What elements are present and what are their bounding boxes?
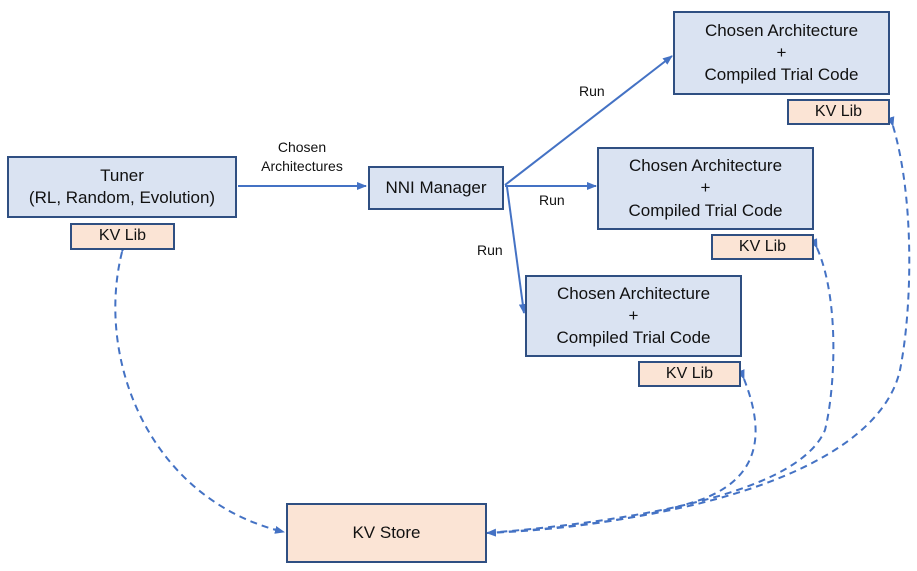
trial-middle-kv-lib-label: KV Lib xyxy=(738,237,787,255)
dashed-link-tuner-store xyxy=(114,242,285,534)
tuner-title: Tuner xyxy=(100,165,144,185)
nni-manager-box: NNI Manager xyxy=(368,166,504,210)
dashed-link-trial-middle-store xyxy=(486,238,835,534)
dashed-link-trial-top-store xyxy=(486,116,911,534)
trial-middle-line1: Chosen Architecture xyxy=(628,156,783,176)
trial-bottom-kv-lib-label: KV Lib xyxy=(665,364,714,382)
trial-top-line2: + xyxy=(776,42,787,62)
trial-box-top: Chosen Architecture + Compiled Trial Cod… xyxy=(673,11,890,95)
kv-store-box: KV Store xyxy=(286,503,487,563)
arrow-manager-to-trial-top xyxy=(504,55,673,186)
trial-box-bottom: Chosen Architecture + Compiled Trial Cod… xyxy=(525,275,742,357)
trial-middle-line2: + xyxy=(700,178,711,198)
tuner-subtitle: (RL, Random, Evolution) xyxy=(28,188,216,207)
edge-label-line1: Chosen xyxy=(277,139,327,155)
trial-top-line1: Chosen Architecture xyxy=(704,20,859,40)
trial-box-middle: Chosen Architecture + Compiled Trial Cod… xyxy=(597,147,814,230)
tuner-kv-lib-label: KV Lib xyxy=(98,227,147,245)
trial-bottom-kv-lib: KV Lib xyxy=(638,361,741,387)
nni-manager-label: NNI Manager xyxy=(385,177,487,197)
kv-store-label: KV Store xyxy=(352,522,421,542)
arrow-manager-to-trial-bottom xyxy=(506,186,527,314)
trial-top-kv-lib: KV Lib xyxy=(787,99,890,125)
dashed-link-trial-bottom-store xyxy=(486,369,757,537)
run-label-bottom: Run xyxy=(477,242,503,258)
trial-bottom-line2: + xyxy=(628,305,639,325)
trial-middle-kv-lib: KV Lib xyxy=(711,234,814,260)
trial-top-kv-lib-label: KV Lib xyxy=(814,102,863,120)
edge-label-line2: Architectures xyxy=(261,157,343,174)
trial-bottom-line3: Compiled Trial Code xyxy=(556,328,711,348)
run-label-top: Run xyxy=(579,83,605,99)
tuner-kv-lib: KV Lib xyxy=(70,223,175,250)
edge-label-chosen-architectures: Chosen Architectures xyxy=(250,138,354,176)
trial-bottom-line1: Chosen Architecture xyxy=(556,283,711,303)
trial-top-line3: Compiled Trial Code xyxy=(704,65,859,85)
tuner-box: Tuner (RL, Random, Evolution) xyxy=(7,156,237,218)
trial-middle-line3: Compiled Trial Code xyxy=(628,200,783,220)
run-label-middle: Run xyxy=(539,192,565,208)
